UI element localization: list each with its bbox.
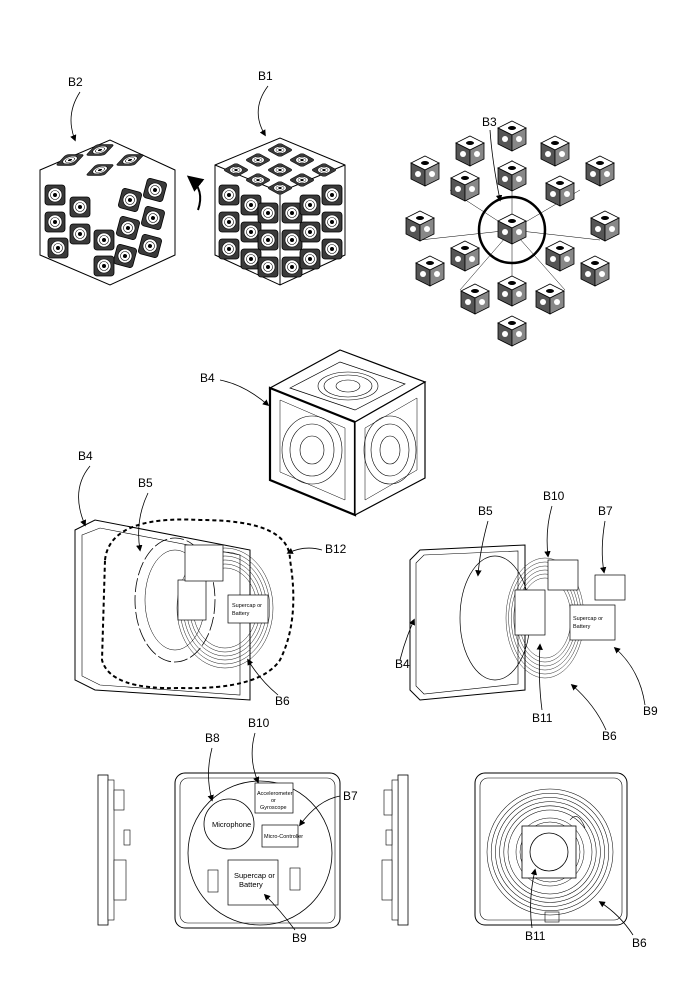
label-b2: B2 [68,75,83,89]
side-view-left [98,775,130,925]
supercap-label: Supercap or [234,871,275,880]
accelerometer-label: Accelerometer [257,791,293,797]
label-b4-right: B4 [395,657,410,671]
cube-module-b4 [270,350,425,515]
module-exploded-left: Supercap or Battery [75,520,293,701]
label-b7-right: B7 [598,504,613,518]
module-exploded-right: Supercap or Battery [410,545,625,700]
leader-b4-left [79,466,90,525]
left-battery-label: Battery [232,611,250,617]
gyroscope-label: Gyroscope [260,805,287,811]
microphone-label: Microphone [212,820,251,829]
leader-b5-right [478,521,488,575]
label-b12: B12 [325,542,347,556]
label-b9-bottom: B9 [292,931,307,945]
leader-b1 [258,86,268,135]
exploded-cube-b3 [406,121,619,346]
leader-b7-bottom [300,796,340,825]
leader-b6-right [572,685,606,730]
accelerometer-or-label: or [271,798,276,804]
label-b4-left: B4 [78,449,93,463]
label-b3: B3 [482,115,497,129]
side-view-right [382,775,408,925]
right-supercap-label: Supercap or [573,616,603,622]
leader-b6-bottom [600,902,633,935]
label-b6-left: B6 [275,694,290,708]
label-b4-top: B4 [200,371,215,385]
front-view-components: Microphone Accelerometer or Gyroscope Mi… [175,773,340,928]
leader-b10-right [547,506,552,556]
leader-b12 [288,548,322,553]
leader-b9-right [615,648,645,705]
label-b5-left: B5 [138,476,153,490]
leader-b4-top [220,380,268,405]
leader-b2 [71,92,80,140]
label-b8: B8 [205,731,220,745]
label-b6-bottom: B6 [632,936,647,950]
back-view-coil [475,773,627,925]
label-b6-right: B6 [602,729,617,743]
label-b1: B1 [258,69,273,83]
label-b10-bottom: B10 [248,716,270,730]
right-battery-label: Battery [573,624,591,630]
leader-b10-bottom [252,733,258,782]
label-b11-bottom: B11 [525,929,546,943]
label-b11-right: B11 [532,711,553,725]
leader-b4-right [400,620,414,660]
left-supercap-label: Supercap or [232,603,262,609]
label-b5-right: B5 [478,504,493,518]
leader-b5-left [139,493,148,550]
label-b9-right: B9 [643,704,658,718]
microcontroller-label: Micro-Controller [264,834,303,840]
battery-label: Battery [239,880,263,889]
cube-b1 [215,138,345,285]
leader-b8 [209,748,213,800]
cube-b2-twisted [40,140,200,285]
label-b10-right: B10 [543,489,565,503]
label-b7-bottom: B7 [343,789,358,803]
leader-b6-left [248,660,278,695]
leader-b7-right [602,521,605,572]
